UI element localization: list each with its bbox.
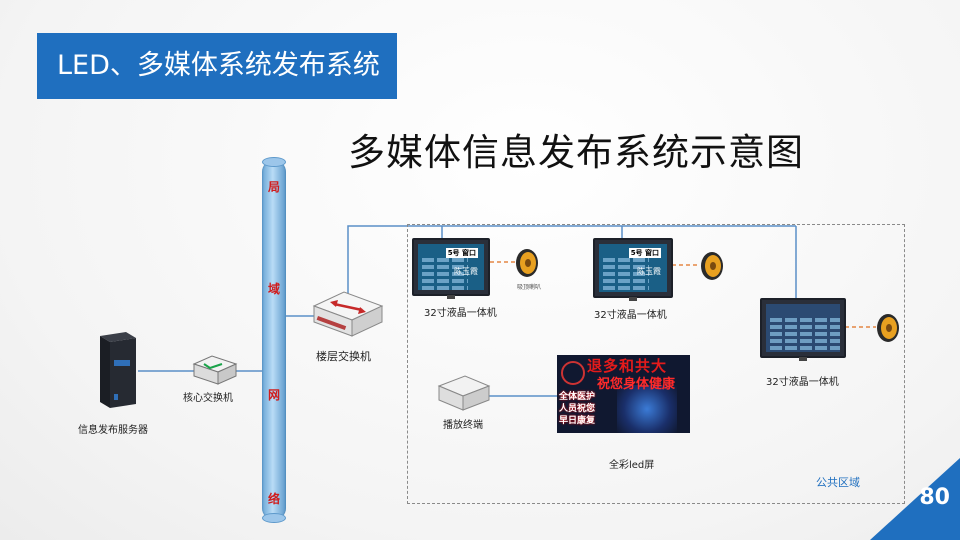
lcd1-label: 32寸液晶一体机: [424, 304, 497, 319]
speaker-icon-3: [876, 313, 900, 343]
core-switch-label: 核心交换机: [183, 389, 233, 404]
lcd-screen-3: [766, 304, 840, 352]
lcd-screen-1: 5号 窗口 陈玉霞: [418, 244, 484, 290]
led-line: 全体医护: [559, 391, 595, 403]
led-screen: 退多和共大 祝您身体健康 全体医护 人员祝您 早日康复: [557, 355, 690, 433]
floor-switch-icon: [312, 286, 384, 338]
clock-icon: [561, 361, 585, 385]
lcd2-label: 32寸液晶一体机: [594, 306, 667, 321]
pipe-char-wang: 网: [262, 386, 286, 403]
pipe-top-cap: [262, 157, 286, 167]
window-tag: 5号 窗口: [446, 248, 478, 258]
lan-pipe: 局 域 网 络: [262, 160, 286, 520]
monitor-stand: [629, 297, 637, 301]
pipe-char-yu: 域: [262, 280, 286, 297]
player-label: 播放终端: [443, 416, 483, 431]
window-name: 陈玉霞: [454, 266, 478, 277]
lcd-monitor-2: 5号 窗口 陈玉霞: [593, 238, 673, 298]
monitor-stand: [447, 295, 454, 299]
pipe-bottom-cap: [262, 513, 286, 523]
led-glow: [617, 385, 677, 433]
monitor-stand: [799, 357, 807, 361]
led-line: 人员祝您: [559, 403, 595, 415]
speaker-icon-2: [700, 251, 724, 281]
core-switch-icon: [192, 352, 238, 388]
player-terminal-icon: [437, 374, 491, 414]
led-line: 早日康复: [559, 415, 595, 427]
public-area-label: 公共区域: [816, 474, 860, 490]
page-number: 80: [919, 485, 950, 510]
led-left-text: 全体医护 人员祝您 早日康复: [559, 391, 595, 427]
lcd-screen-2: 5号 窗口 陈玉霞: [599, 244, 667, 292]
queue-rows: [770, 318, 840, 352]
led-screen-label: 全彩led屏: [609, 456, 654, 471]
server-label: 信息发布服务器: [78, 421, 148, 436]
floor-switch-label: 楼层交换机: [316, 348, 371, 364]
lcd-monitor-3: [760, 298, 846, 358]
pipe-char-luo: 络: [262, 490, 286, 507]
speaker-icon-1: [515, 248, 539, 278]
pipe-char-ju: 局: [262, 178, 286, 195]
lcd3-label: 32寸液晶一体机: [766, 373, 839, 388]
window-tag: 5号 窗口: [629, 248, 661, 258]
window-name: 陈玉霞: [637, 266, 661, 277]
server-icon: [96, 330, 140, 410]
led-middle-text: 祝您身体健康: [597, 373, 675, 392]
lcd-monitor-1: 5号 窗口 陈玉霞: [412, 238, 490, 296]
speaker-small-label: 吸顶喇叭: [517, 282, 541, 291]
